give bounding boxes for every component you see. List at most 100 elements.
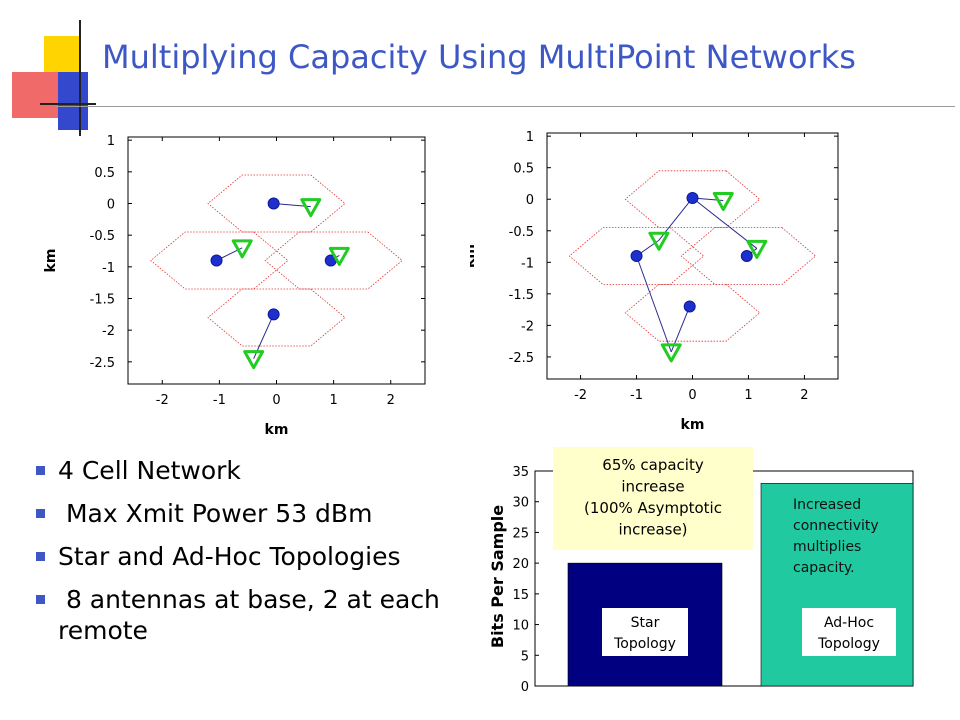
x-axis-label: km xyxy=(265,422,289,438)
plot-frame xyxy=(546,132,839,380)
y-tick-label: -1.5 xyxy=(90,293,115,308)
category-label: Star xyxy=(631,615,660,631)
y-tick-label: -2.5 xyxy=(509,351,534,366)
x-tick-label: 1 xyxy=(744,388,752,403)
y-tick-label: -0.5 xyxy=(509,225,534,240)
y-tick-label: -1 xyxy=(102,261,115,276)
y-tick-label: 0.5 xyxy=(94,166,115,181)
callout-text: increase xyxy=(621,478,684,496)
base-station-marker xyxy=(210,254,223,267)
title-divider xyxy=(55,106,955,107)
remote-marker xyxy=(746,239,768,259)
base-station-marker xyxy=(630,250,643,262)
x-tick-label: 2 xyxy=(800,388,808,403)
category-label: Topology xyxy=(613,636,676,652)
y-tick-label: 5 xyxy=(521,649,529,664)
x-tick-label: 0 xyxy=(272,393,280,408)
bullet-item: 8 antennas at base, 2 at each remote xyxy=(32,584,452,646)
y-tick-label: -1.5 xyxy=(509,288,534,303)
base-station-marker xyxy=(740,250,753,262)
y-tick-label: 25 xyxy=(512,526,529,541)
x-tick-label: 1 xyxy=(329,393,337,408)
star-topology-map: -2 -1 0 1 2 1 0.5 0 -0.5 -1 -1.5 -2 -2.5 km km xyxy=(43,134,426,438)
category-label-box xyxy=(802,608,896,656)
x-tick-label: -2 xyxy=(156,393,169,408)
slide-logo xyxy=(12,20,96,136)
bullet-item: 4 Cell Network xyxy=(32,455,452,486)
y-tick-label: 1 xyxy=(526,130,534,145)
remote-marker xyxy=(328,246,350,266)
bullet-item: Max Xmit Power 53 dBm xyxy=(32,498,452,529)
x-axis-label: km xyxy=(681,417,705,433)
cell-boundary xyxy=(624,283,761,342)
bullet-text: Max Xmit Power 53 dBm xyxy=(58,499,373,528)
callout-text: increase) xyxy=(618,521,687,539)
y-axis-label: Bits Per Sample xyxy=(488,505,507,648)
x-tick-label: -1 xyxy=(630,388,643,403)
category-label: Ad-Hoc xyxy=(824,615,874,631)
base-station-marker xyxy=(267,308,280,321)
capacity-callout-box xyxy=(553,447,753,550)
plot-frame xyxy=(127,136,426,385)
cell-boundary xyxy=(150,231,289,290)
y-tick-label: 30 xyxy=(512,496,529,511)
annotation-text: connectivity xyxy=(793,518,879,534)
annotation-text: capacity. xyxy=(793,560,855,576)
y-tick-label: 35 xyxy=(512,465,529,480)
remote-marker xyxy=(300,198,322,218)
bullet-icon xyxy=(36,466,45,475)
y-tick-label: -2 xyxy=(521,319,534,334)
logo-red-square xyxy=(12,72,58,118)
bullet-text: Star and Ad-Hoc Topologies xyxy=(58,542,401,571)
logo-blue-square xyxy=(58,72,88,130)
remote-marker xyxy=(231,239,253,259)
bullet-icon xyxy=(36,595,45,604)
bullet-text: 4 Cell Network xyxy=(58,456,241,485)
link-line xyxy=(692,197,758,249)
y-tick-label: 10 xyxy=(512,619,529,634)
cell-boundary xyxy=(207,174,346,233)
y-tick-label: 1 xyxy=(107,134,115,149)
callout-text: (100% Asymptotic xyxy=(584,499,722,517)
bullet-icon xyxy=(36,552,45,561)
cell-boundary xyxy=(568,227,705,285)
base-station-marker xyxy=(686,191,699,204)
remote-marker xyxy=(660,343,682,363)
annotation-text: Increased xyxy=(793,497,861,513)
base-station-marker xyxy=(683,300,696,313)
bullet-text: 8 antennas at base, 2 at each remote xyxy=(58,585,448,645)
y-tick-label: 15 xyxy=(512,588,529,603)
bullet-icon xyxy=(36,509,45,518)
cell-boundary xyxy=(264,231,403,290)
slide-title: Multiplying Capacity Using MultiPoint Ne… xyxy=(102,38,856,76)
remote-marker xyxy=(648,231,670,251)
bullet-item: Star and Ad-Hoc Topologies xyxy=(32,541,452,572)
y-tick-label: -0.5 xyxy=(90,229,115,244)
cell-boundary xyxy=(624,170,761,228)
y-tick-label: 0 xyxy=(521,680,529,695)
remote-marker xyxy=(712,191,734,211)
y-tick-label: -2.5 xyxy=(90,356,115,371)
y-tick-label: 0.5 xyxy=(513,162,534,177)
y-tick-label: 20 xyxy=(512,557,529,572)
y-tick-label: -2 xyxy=(102,324,115,339)
annotation-text: multiplies xyxy=(793,539,861,555)
y-tick-label: -1 xyxy=(521,256,534,271)
x-tick-label: -1 xyxy=(213,393,226,408)
x-tick-label: 2 xyxy=(387,393,395,408)
y-axis-label: km xyxy=(470,244,478,268)
category-label: Topology xyxy=(817,636,880,652)
y-tick-label: 0 xyxy=(107,198,115,213)
link-line xyxy=(636,255,672,353)
cell-boundary xyxy=(680,227,817,285)
y-axis-label: km xyxy=(43,249,59,273)
category-label-box xyxy=(602,608,688,656)
remote-marker xyxy=(243,350,265,370)
callout-text: 65% capacity xyxy=(602,456,704,474)
y-tick-label: 0 xyxy=(526,193,534,208)
base-station-marker xyxy=(267,197,280,210)
x-tick-label: -2 xyxy=(574,388,587,403)
cell-boundary xyxy=(207,288,346,347)
